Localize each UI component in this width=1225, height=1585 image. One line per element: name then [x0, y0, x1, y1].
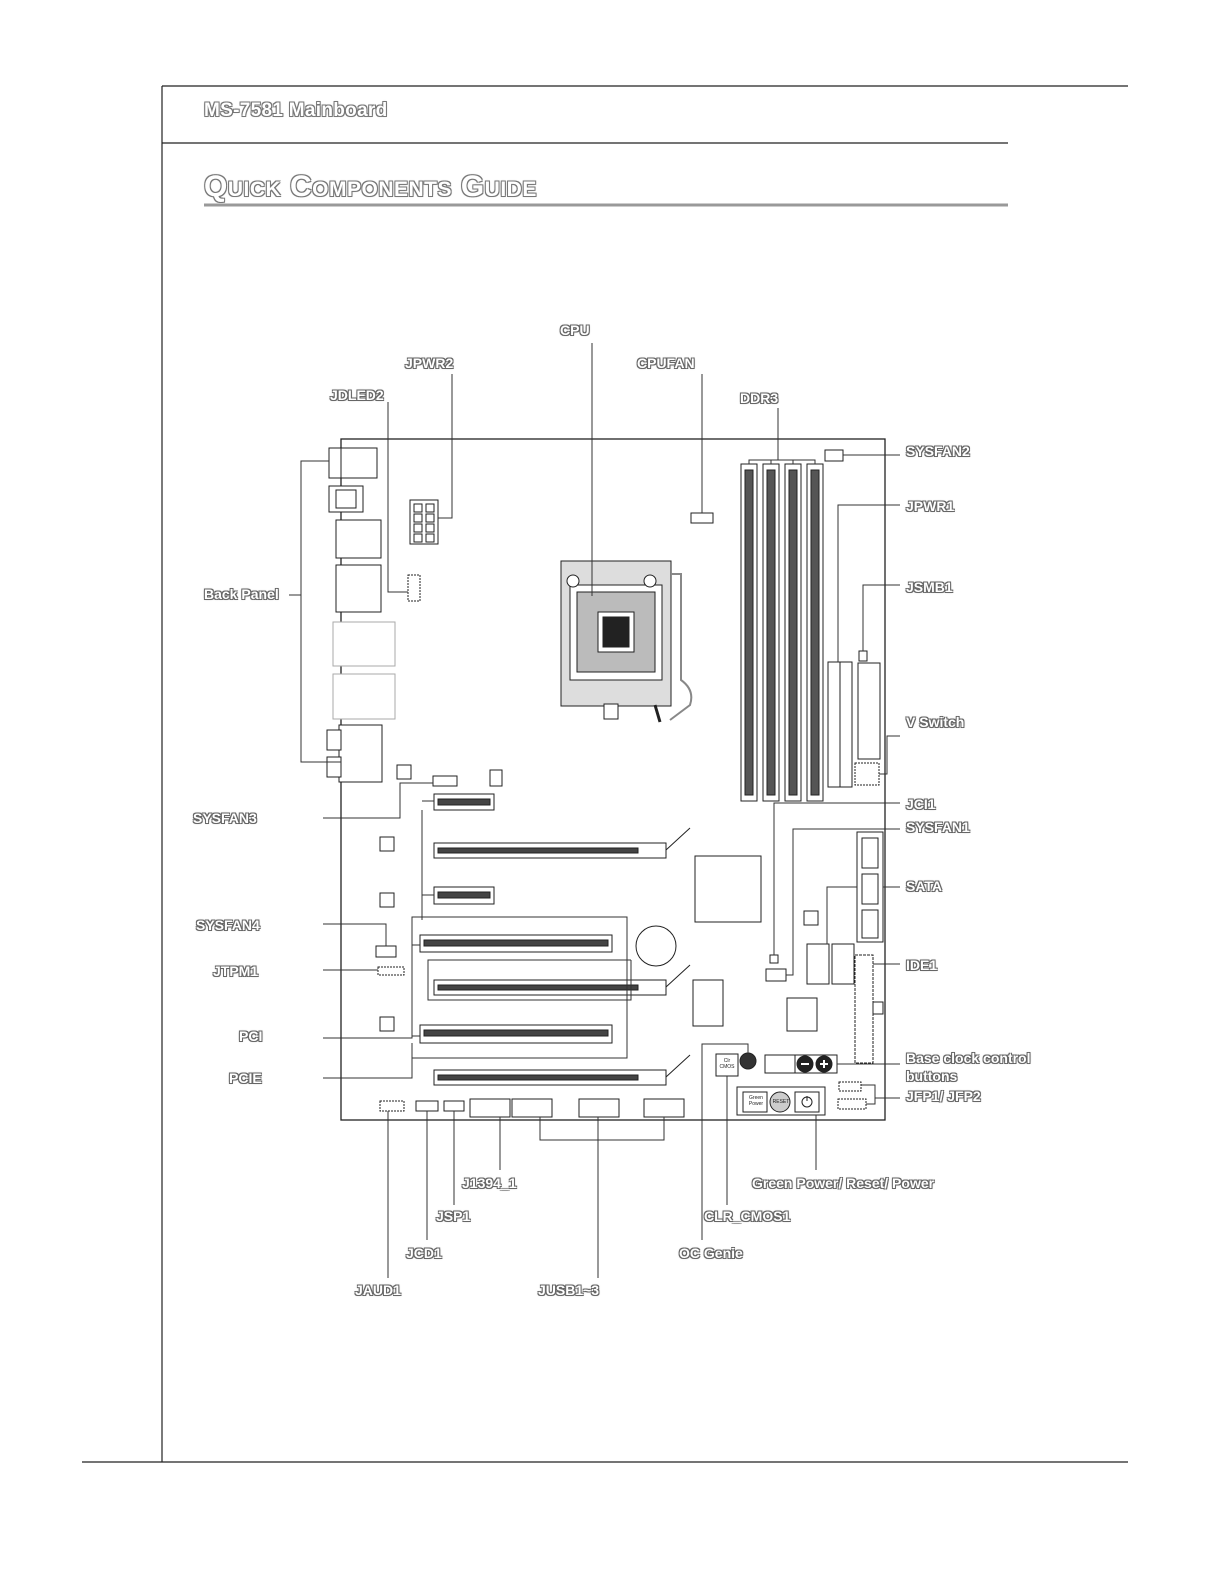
label-green-power: Green Power/ Reset/ Power [752, 1175, 935, 1191]
jci1-connector [769, 954, 779, 964]
label-jci1: JCI1 [906, 796, 936, 812]
label-jdled2: JDLED2 [330, 387, 384, 403]
label-cpu: CPU [560, 322, 590, 338]
sata-ports [806, 831, 884, 985]
v-switch [854, 662, 881, 786]
clr-cmos-button-label: Clr CMOS [719, 1058, 735, 1070]
label-v-switch: V Switch [906, 714, 965, 730]
label-sysfan4: SYSFAN4 [196, 917, 260, 933]
jusb1-header [511, 1098, 553, 1118]
onboard-buttons [736, 1086, 826, 1116]
debug-led [489, 769, 503, 787]
label-pci: PCI [239, 1028, 263, 1044]
jpwr2-connector [409, 499, 439, 545]
label-cpufan: CPUFAN [637, 355, 695, 371]
jusb3-header [643, 1098, 685, 1118]
label-pcie: PCIE [229, 1070, 262, 1086]
green-power-button-label: Green Power [748, 1095, 764, 1107]
label-jsmb1: JSMB1 [906, 579, 953, 595]
label-jsp1: JSP1 [436, 1208, 471, 1224]
label-sysfan2: SYSFAN2 [906, 443, 970, 459]
label-ddr3: DDR3 [740, 390, 779, 406]
jcd1-connector [415, 1100, 439, 1112]
jaud1-header [379, 1100, 405, 1112]
reset-button-label: RESET [772, 1099, 790, 1105]
sysfan1-connector [765, 968, 787, 982]
jtpm1-header [377, 966, 405, 976]
back-panel-connectors [326, 447, 412, 783]
jpwr1-connector [827, 661, 853, 788]
label-oc-genie: OC Genie [679, 1245, 743, 1261]
label-clr-cmos1: CLR_CMOS1 [704, 1208, 791, 1224]
cpu-socket [560, 560, 693, 723]
jsmb1-connector [858, 650, 868, 662]
label-jpwr2: JPWR2 [405, 355, 454, 371]
label-sysfan3: SYSFAN3 [193, 810, 257, 826]
bottom-headers [379, 1098, 685, 1118]
label-back-panel: Back Panel [204, 586, 279, 602]
jusb2-header [578, 1098, 620, 1118]
chips [379, 836, 819, 1032]
sysfan3-connector [432, 775, 458, 787]
ide1-connector [854, 954, 874, 1064]
j1394-header [469, 1098, 511, 1118]
label-ide1: IDE1 [906, 957, 938, 973]
label-jaud1: JAUD1 [355, 1282, 401, 1298]
label-sysfan1: SYSFAN1 [906, 819, 970, 835]
expansion-slots [419, 793, 691, 1086]
page-frame [82, 85, 1128, 1463]
base-clock-display [764, 1054, 798, 1074]
label-jcd1: JCD1 [406, 1245, 442, 1261]
label-jpwr1: JPWR1 [906, 498, 955, 514]
label-j1394: J1394_1 [462, 1175, 517, 1191]
label-base-clock: Base clock control buttons [906, 1050, 1031, 1084]
leader-lines [289, 343, 900, 1278]
jfp1-header [837, 1098, 867, 1110]
jsp1-connector [443, 1100, 465, 1112]
sysfan4-connector [375, 945, 397, 958]
section-title: Quick Components Guide [204, 170, 537, 203]
cpufan-connector [690, 512, 714, 524]
sysfan2-connector [824, 449, 844, 462]
label-sata: SATA [906, 878, 943, 894]
ddr3-slots [740, 463, 824, 802]
label-jusb: JUSB1~3 [538, 1282, 600, 1298]
jfp2-header [838, 1081, 862, 1092]
jdled2-header [407, 574, 421, 602]
label-jtpm1: JTPM1 [213, 963, 259, 979]
label-jfp: JFP1/ JFP2 [906, 1088, 981, 1104]
page-header: MS-7581 Mainboard [204, 100, 388, 121]
